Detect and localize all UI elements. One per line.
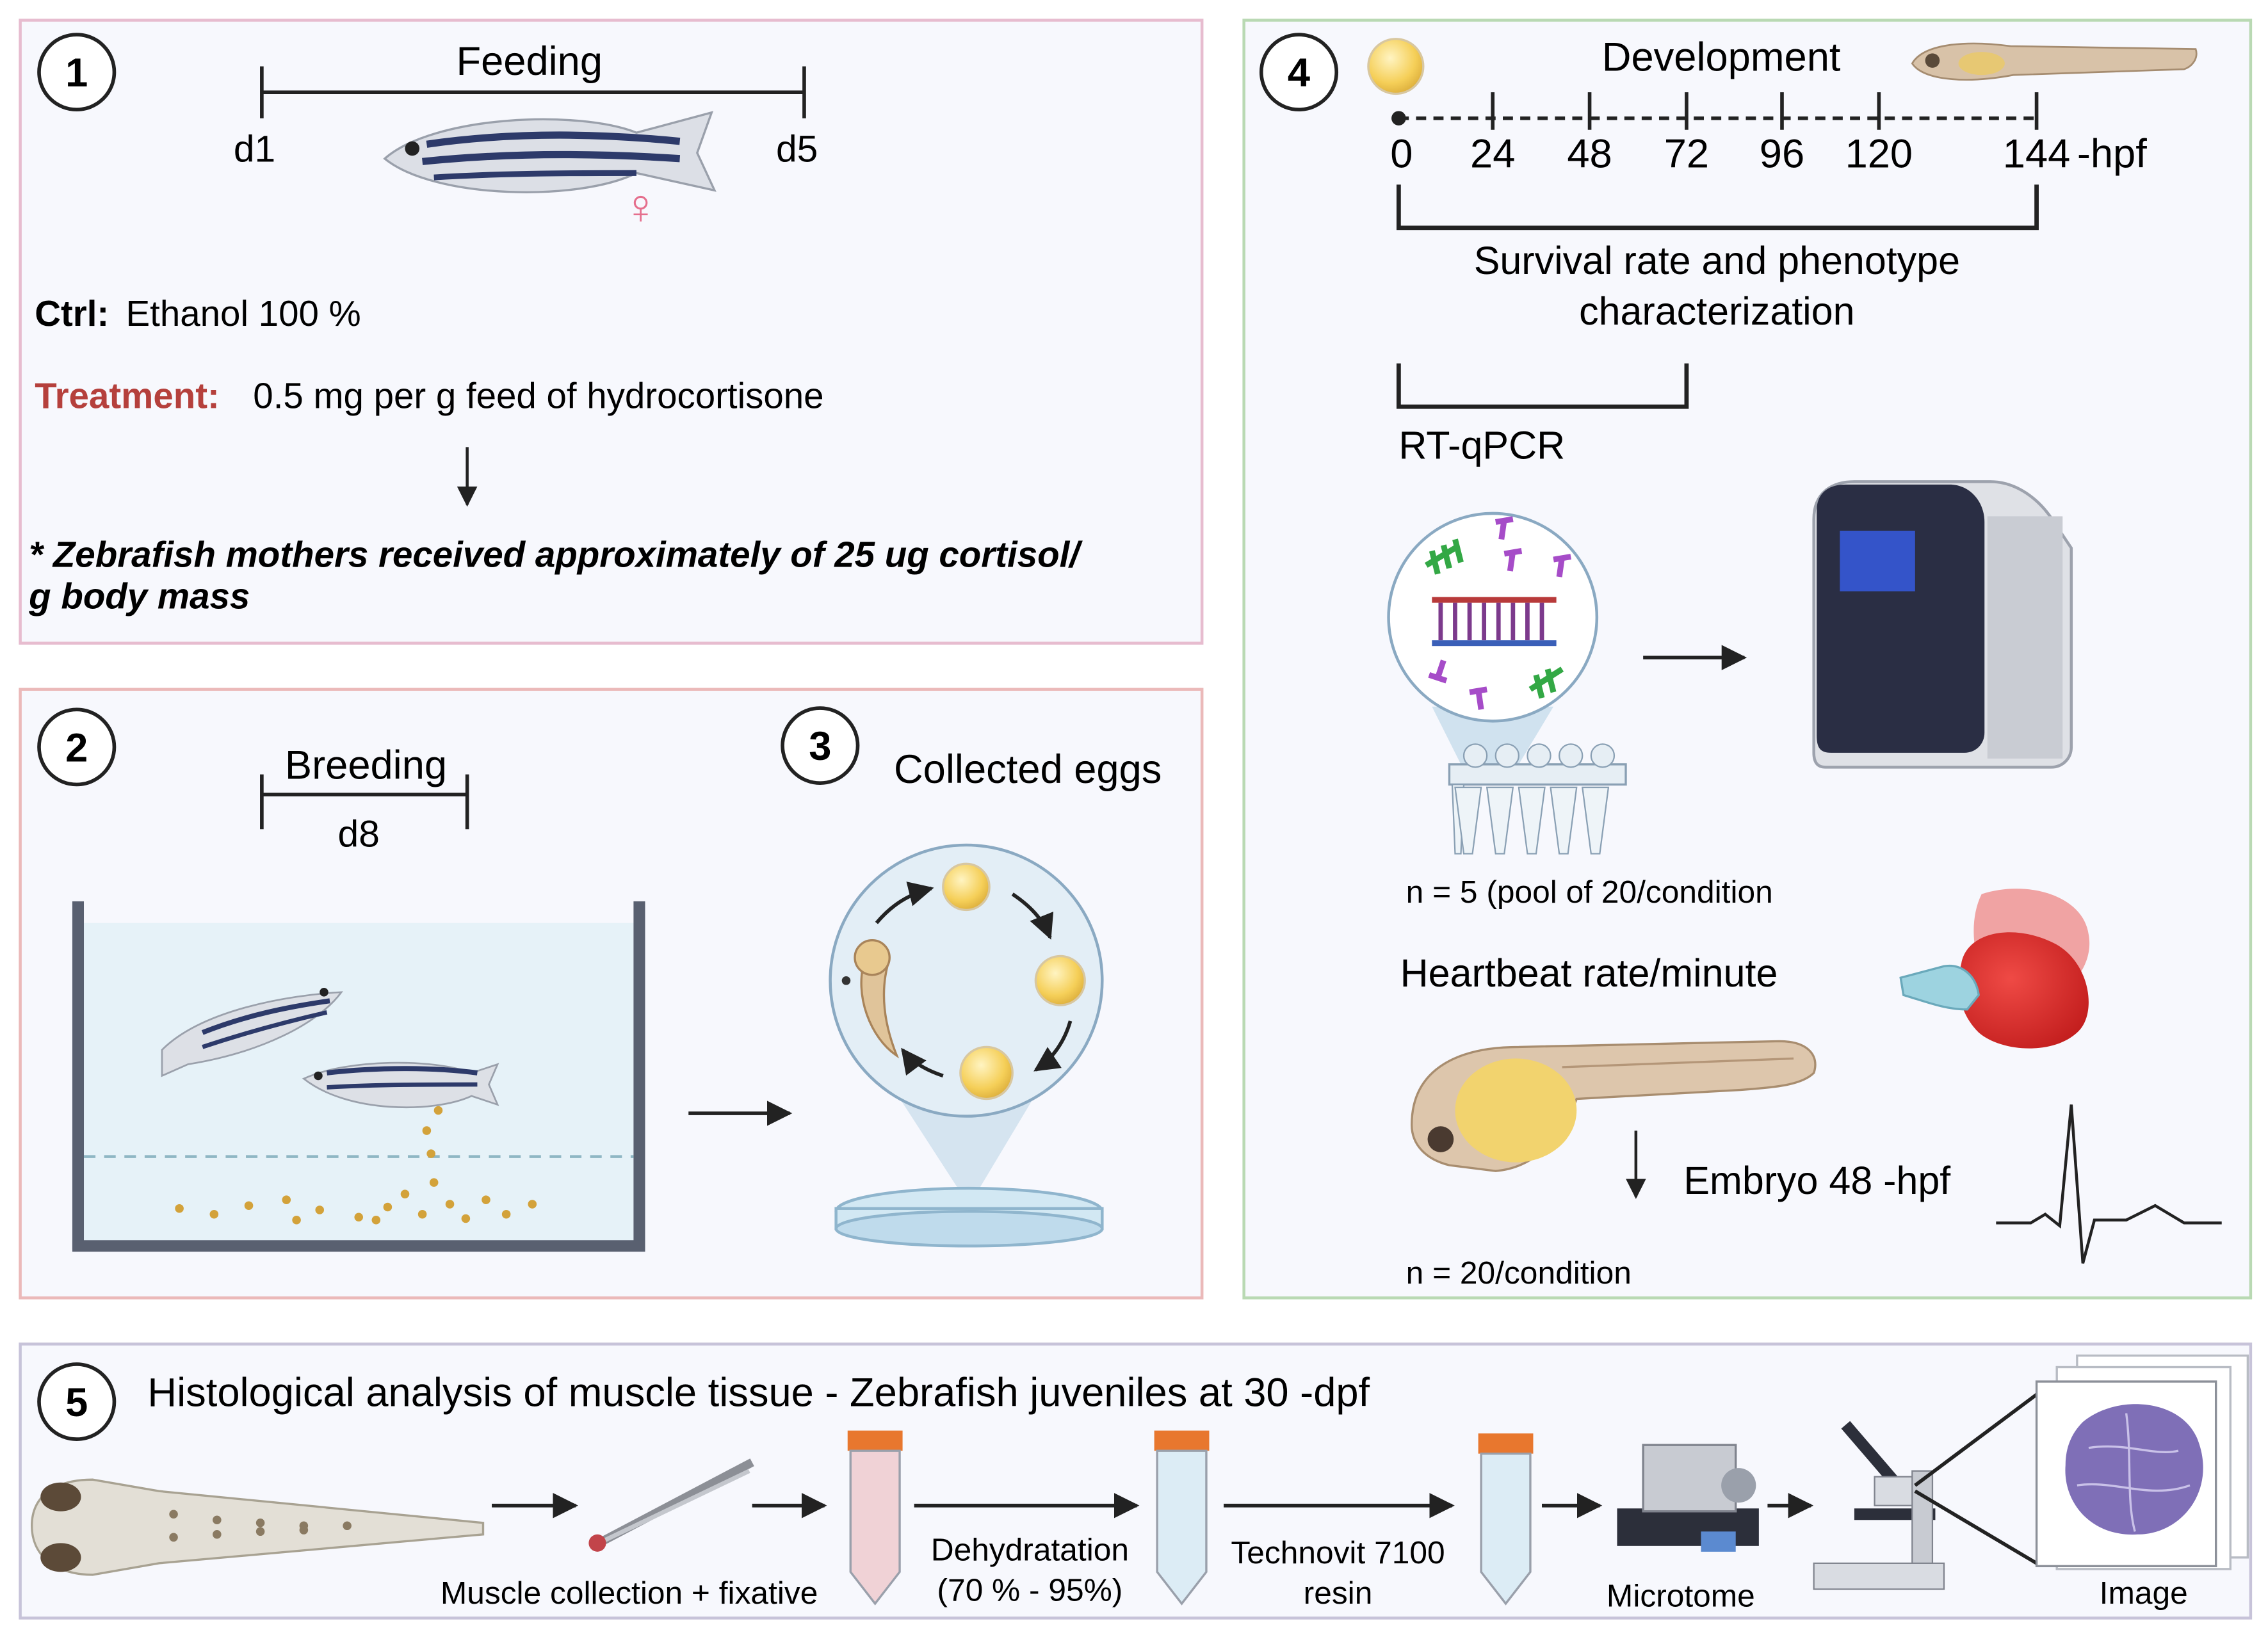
histology-image-icon <box>2035 1354 2249 1570</box>
step-dehydration-line-2: (70 % - 95%) <box>937 1572 1122 1608</box>
breeding-label: Breeding <box>285 743 447 787</box>
embryo-label: Embryo 48 -hpf <box>1683 1159 1950 1202</box>
pcr-tubes-icon <box>1448 743 1627 855</box>
hpf-tick-96: 96 <box>1760 131 1804 176</box>
ctrl-value: Ethanol 100 % <box>126 293 361 334</box>
panel-5-histology: 5 Histological analysis of muscle tissue… <box>19 1342 2253 1620</box>
forceps-icon <box>588 1458 754 1552</box>
zebrafish-female-icon <box>383 111 717 193</box>
hpf-tick-144: 144 <box>2003 131 2071 176</box>
egg-development-cycle-icon <box>829 843 1104 1118</box>
dehydration-tube-icon <box>1154 1430 1210 1606</box>
heart-icon <box>1899 889 2090 1049</box>
zebrafish-in-tank-icon-2 <box>302 1061 499 1109</box>
resin-tube-icon <box>1478 1433 1534 1606</box>
panel-1-feeding: 1 Feeding d1 d5 ♀ Ctrl: Ethanol 100 % Tr… <box>19 19 1204 645</box>
step-resin-line-1: Technovit 7100 <box>1231 1535 1445 1570</box>
panel-4-development: 4 Development 0 24 48 72 96 120 144 -hpf… <box>1242 19 2253 1300</box>
hpf-tick-48: 48 <box>1567 131 1612 176</box>
hpf-tick-0: 0 <box>1390 131 1413 176</box>
qpcr-machine-icon <box>1812 480 2073 769</box>
hpf-tick-72: 72 <box>1664 131 1709 176</box>
step-muscle-collection: Muscle collection + fixative <box>441 1575 818 1611</box>
rtqpcr-label: RT-qPCR <box>1398 423 1565 467</box>
rtqpcr-sample-size: n = 5 (pool of 20/condition <box>1406 874 1773 910</box>
larva-icon <box>1911 42 2198 81</box>
step-3-number: 3 <box>809 724 831 769</box>
step-3-badge <box>781 706 860 785</box>
feeding-end-day: d5 <box>776 128 818 170</box>
treatment-value: 0.5 mg per g feed of hydrocortisone <box>253 376 823 416</box>
step-4-number: 4 <box>1288 51 1310 95</box>
step-5-number: 5 <box>65 1380 88 1425</box>
step-4-badge <box>1259 33 1339 112</box>
ctrl-label: Ctrl: <box>35 293 109 334</box>
step-2-number: 2 <box>65 725 88 770</box>
hpf-unit-label: -hpf <box>2077 131 2147 176</box>
collected-eggs-title: Collected eggs <box>894 747 1162 792</box>
feeding-label: Feeding <box>456 39 603 84</box>
feeding-start-day: d1 <box>234 128 275 170</box>
panel-2-3-breeding: 2 Breeding d8 <box>19 688 1204 1300</box>
treatment-label: Treatment: <box>35 376 220 416</box>
histology-title: Histological analysis of muscle tissue -… <box>147 1370 1370 1415</box>
fixative-tube-icon <box>847 1430 903 1606</box>
dna-primers-icon <box>1387 512 1599 764</box>
microtome-icon <box>1617 1444 1759 1552</box>
step-dehydration-line-1: Dehydratation <box>931 1531 1129 1567</box>
survival-label-line-1: Survival rate and phenotype <box>1474 239 1960 282</box>
step-resin-line-2: resin <box>1304 1575 1373 1611</box>
heartbeat-label: Heartbeat rate/minute <box>1400 951 1778 995</box>
step-microtome: Microtome <box>1607 1577 1755 1613</box>
zebrafish-in-tank-icon <box>161 988 343 1077</box>
embryo-sample-size: n = 20/condition <box>1406 1255 1632 1291</box>
step-2-badge <box>37 707 117 787</box>
step-image: Image <box>2100 1575 2188 1611</box>
cortisol-note-line-2: g body mass <box>28 576 250 616</box>
survival-label-line-2: characterization <box>1579 289 1854 333</box>
embryo-48hpf-icon <box>1411 1040 1817 1172</box>
egg-icon <box>1367 38 1425 95</box>
hpf-tick-24: 24 <box>1470 131 1515 176</box>
panel-4-frame <box>1242 19 2253 1300</box>
zebrafish-juvenile-icon <box>31 1478 485 1576</box>
ecg-trace-icon <box>1996 1104 2222 1264</box>
step-5-badge <box>37 1362 117 1441</box>
female-symbol: ♀ <box>622 180 660 234</box>
cortisol-note-line-1: * Zebrafish mothers received approximate… <box>29 534 1083 574</box>
breeding-day: d8 <box>338 813 380 855</box>
development-label: Development <box>1602 35 1841 79</box>
panel-1-frame <box>19 19 1204 645</box>
step-1-badge <box>37 33 117 112</box>
hpf-tick-120: 120 <box>1845 131 1913 176</box>
step-1-number: 1 <box>65 51 88 95</box>
